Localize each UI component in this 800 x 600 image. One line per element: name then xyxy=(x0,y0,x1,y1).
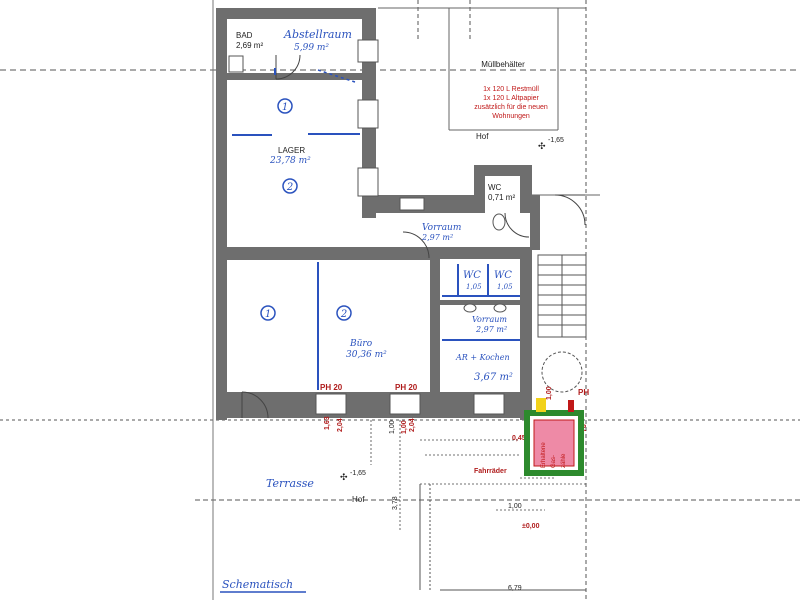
dim-0-45: 0,45 xyxy=(512,435,526,442)
room-wc-small-name: WC xyxy=(488,183,502,192)
hof-bottom-level: -1,65 xyxy=(350,470,366,477)
dimension-lines xyxy=(370,420,586,530)
dim-2-04-right: 2,04 xyxy=(409,418,416,432)
gas-box-line-1: Erhaltene xyxy=(541,442,547,468)
marker-1-buero: 1 xyxy=(265,309,271,320)
room-wc1-name: WC xyxy=(463,270,481,281)
room-buero-name: Büro xyxy=(349,339,373,349)
hof-top-level: -1,65 xyxy=(548,137,564,144)
marker-1-lager: 1 xyxy=(282,102,288,113)
dim-1-00-d: 1,00 xyxy=(508,503,522,510)
dim-0-00: ±0,00 xyxy=(522,523,540,530)
muell-line-2: 1x 120 L Altpapier xyxy=(483,95,539,102)
muell-line-4: Wohnungen xyxy=(492,113,530,120)
gas-meter-box xyxy=(524,398,584,476)
ph-edge-label: PH xyxy=(578,388,589,397)
room-wc2-area: 1,05 xyxy=(497,283,513,291)
hof-bottom-label: Hof xyxy=(352,495,365,504)
dim-76: 76 xyxy=(581,424,588,432)
fahrraeder-label: Fahrräder xyxy=(474,468,507,475)
ph-right-label: PH 20 xyxy=(395,383,418,392)
muell-line-1: 1x 120 L Restmüll xyxy=(483,86,539,93)
level-marker-bottom: ✣ xyxy=(340,472,348,482)
gas-box-line-3: zähle xyxy=(561,453,567,468)
room-wc1-area: 1,05 xyxy=(466,283,482,291)
room-bad-name: BAD xyxy=(236,31,253,40)
room-vorraum-top-area: 2,97 m² xyxy=(421,233,453,242)
doors xyxy=(241,54,586,419)
fixtures xyxy=(228,55,507,313)
room-buero-area: 30,36 m² xyxy=(346,350,387,360)
terrasse-label: Terrasse xyxy=(266,477,314,490)
room-lager-area: 23,78 m² xyxy=(269,156,311,166)
staircase xyxy=(537,254,587,393)
schematisch-label: Schematisch xyxy=(222,578,293,591)
room-bad-area: 2,69 m² xyxy=(236,41,263,50)
room-vorraum-top-name: Vorraum xyxy=(422,223,461,233)
room-lager-name: LAGER xyxy=(278,146,305,155)
muell-line-3: zusätzlich für die neuen xyxy=(474,104,548,111)
dim-2-04-left: 2,04 xyxy=(337,418,344,432)
level-marker-top: ✣ xyxy=(538,141,546,151)
muell-title: Müllbehälter xyxy=(481,60,525,69)
room-ar-kochen-area: 3,67 m² xyxy=(474,372,513,383)
dim-6-79: 6,79 xyxy=(508,585,522,592)
dim-1-00-b: 1,00 xyxy=(401,420,408,434)
room-ar-kochen-name: AR + Kochen xyxy=(455,353,510,362)
marker-2-buero: 2 xyxy=(340,309,347,320)
zone-markers xyxy=(260,98,352,321)
gas-box-line-2: Gas- xyxy=(551,455,557,468)
room-vorraum-mid-name: Vorraum xyxy=(472,315,507,324)
dim-1-00-c: 1,00 xyxy=(546,386,553,400)
ph-left-label: PH 20 xyxy=(320,383,343,392)
dim-3-78: 3,78 xyxy=(392,496,399,510)
windows xyxy=(315,39,505,415)
dimension-texts: 1,63 2,04 1,00 2,04 1,00 1,00 76 0,45 3,… xyxy=(324,386,588,592)
dim-1-63: 1,63 xyxy=(324,416,331,430)
marker-2-lager: 2 xyxy=(286,182,293,193)
terrace-railing xyxy=(419,484,586,591)
room-wc2-name: WC xyxy=(494,270,512,281)
room-vorraum-mid-area: 2,97 m² xyxy=(475,325,507,334)
blue-partitions xyxy=(232,68,520,390)
room-abstellraum-area: 5,99 m² xyxy=(294,43,329,53)
courtyard-outline xyxy=(378,7,600,196)
dim-1-00-a: 1,00 xyxy=(389,420,396,434)
room-abstellraum-name: Abstellraum xyxy=(283,28,352,41)
room-wc-small-area: 0,71 m² xyxy=(488,193,515,202)
hof-top-label: Hof xyxy=(476,132,489,141)
